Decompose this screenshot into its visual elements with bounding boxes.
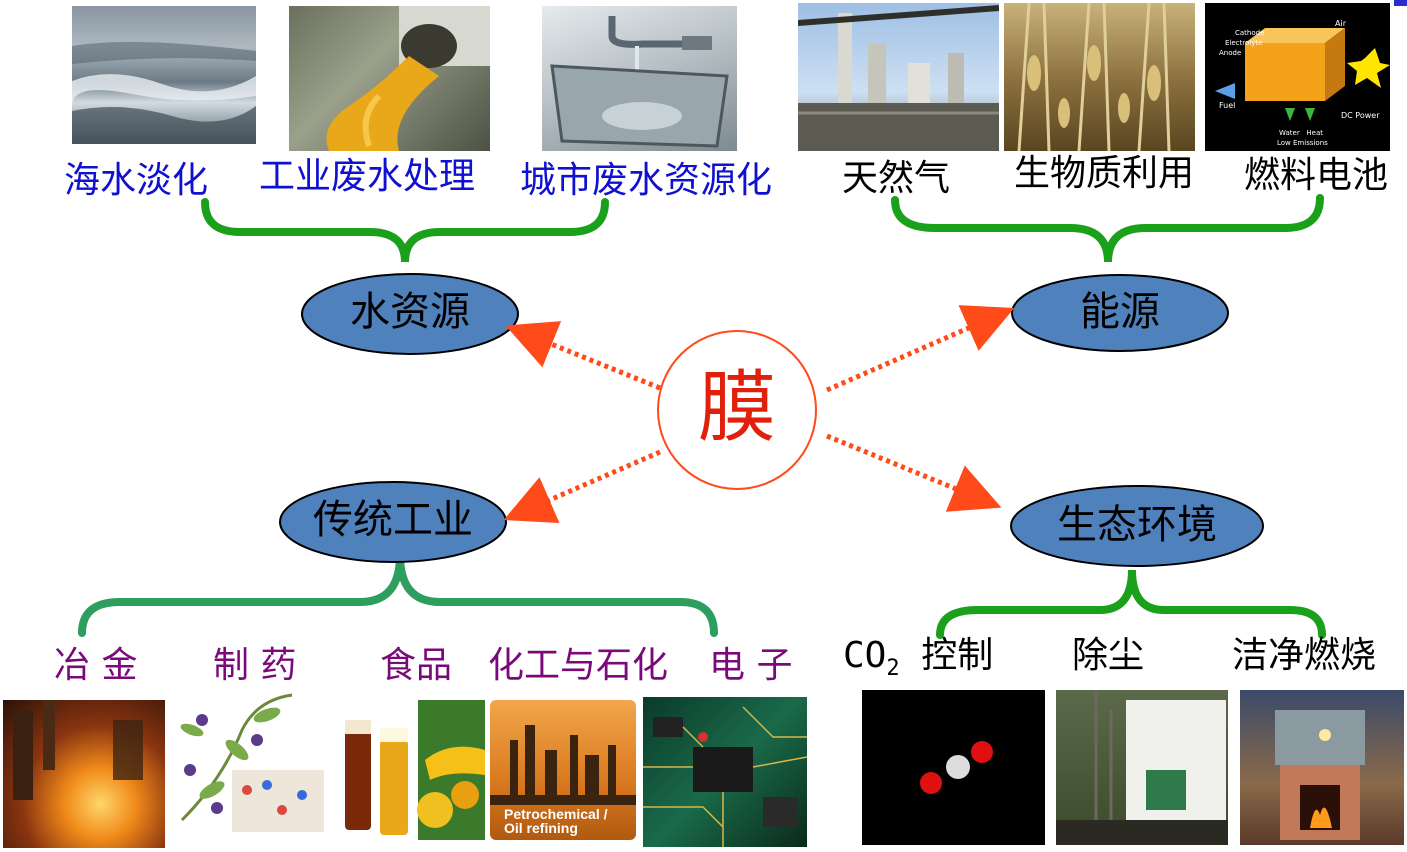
dust-removal-photo	[1056, 690, 1228, 845]
clean-combustion-label: 洁净燃烧	[1232, 638, 1376, 674]
electronics-circuit-photo	[643, 697, 807, 847]
dust-removal-label: 除尘	[1072, 638, 1144, 674]
arrow-to-energy	[827, 316, 996, 390]
industry-brace	[82, 555, 714, 633]
energy-label: 能源	[1012, 292, 1228, 332]
metallurgy-label: 冶 金	[54, 648, 137, 684]
ecology-brace	[940, 570, 1322, 635]
energy-brace	[895, 198, 1320, 262]
petrochemical-caption-line2: Oil refining	[504, 820, 578, 836]
clean-combustion-fireplace-photo	[1240, 690, 1404, 845]
pharmaceutical-label: 制 药	[213, 648, 296, 684]
co2-control-label: CO2 控制	[843, 638, 993, 680]
arrow-to-industry	[522, 452, 660, 512]
water-resources-label: 水资源	[302, 292, 518, 332]
co2-control-suffix: 控制	[921, 635, 993, 676]
co2-main: CO	[843, 635, 886, 676]
arrow-to-ecology	[827, 436, 983, 500]
pharmaceutical-photo	[172, 690, 327, 835]
membrane-center-label: 膜	[658, 369, 816, 447]
petrochemical-photo: Petrochemical / Oil refining	[490, 700, 636, 840]
food-label: 食品	[380, 648, 452, 684]
food-photo	[340, 700, 485, 840]
chemical-petrochemical-label: 化工与石化	[488, 648, 668, 684]
water-brace	[205, 202, 605, 262]
co2-molecule-photo	[862, 690, 1045, 845]
traditional-industry-label: 传统工业	[280, 500, 506, 540]
electronics-label: 电 子	[709, 648, 792, 684]
arrow-to-water	[524, 333, 660, 388]
ecological-environment-label: 生态环境	[1011, 505, 1263, 545]
co2-subscript: 2	[886, 656, 899, 681]
metallurgy-photo	[3, 700, 165, 848]
